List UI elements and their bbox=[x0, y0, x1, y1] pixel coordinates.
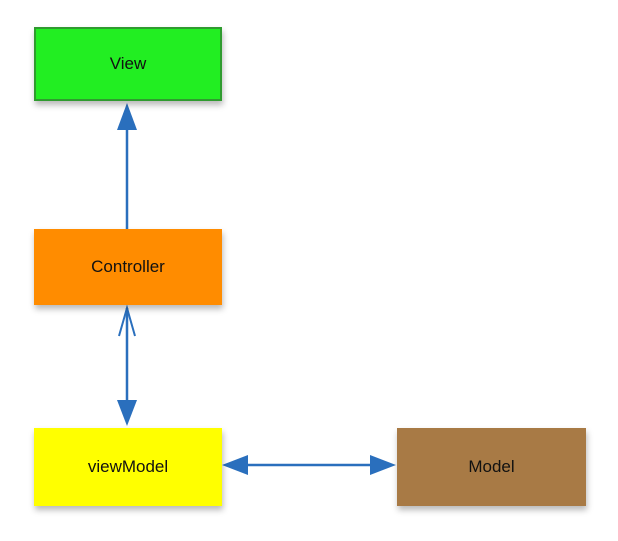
view-label: View bbox=[109, 54, 147, 73]
arrowhead-right-icon bbox=[370, 455, 396, 475]
edge-controller-viewmodel bbox=[117, 304, 137, 426]
open-arrowhead-up-icon bbox=[118, 304, 136, 337]
arrowhead-left-icon bbox=[222, 455, 248, 475]
model-label: Model bbox=[468, 457, 515, 476]
controller-box: Controller bbox=[34, 229, 222, 305]
arrowhead-up-icon bbox=[117, 103, 137, 130]
view-box: View bbox=[34, 27, 222, 101]
viewmodel-label: viewModel bbox=[87, 457, 169, 476]
edge-viewmodel-model bbox=[222, 455, 396, 475]
arrowhead-down-icon bbox=[117, 400, 137, 426]
model-box: Model bbox=[397, 428, 586, 506]
viewmodel-box: viewModel bbox=[34, 428, 222, 506]
edge-controller-to-view bbox=[117, 103, 137, 229]
controller-label: Controller bbox=[91, 257, 165, 276]
